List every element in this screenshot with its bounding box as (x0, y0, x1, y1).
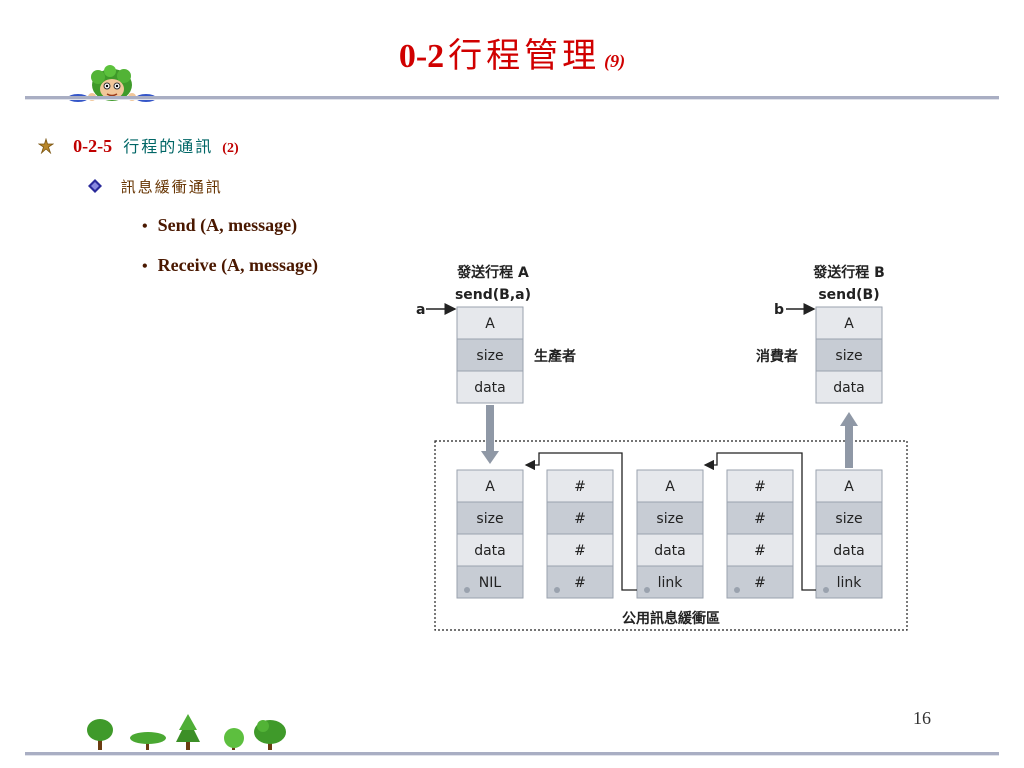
consumer-label: 消費者 (756, 348, 798, 365)
block-a-field: A (485, 316, 495, 332)
link-connector (703, 452, 816, 591)
block-b-field: size (835, 348, 862, 364)
subsection-heading: 訊息緩衝通訊 (88, 176, 223, 197)
buffer-block: A size data NIL (456, 469, 524, 599)
title-part: (9) (604, 51, 626, 71)
tree-decoration-icon (87, 714, 286, 750)
buffer-field: link (837, 575, 863, 591)
producer-label: 生產者 (534, 348, 576, 365)
title-text: 行程管理 (448, 36, 601, 76)
buffer-field: A (844, 479, 854, 495)
buffer-field: A (665, 479, 675, 495)
process-b-block: A size data (815, 306, 883, 404)
header-divider (25, 96, 999, 100)
block-b-field: A (844, 316, 854, 332)
process-b-call: send(B) (818, 287, 879, 303)
subsection-text: 訊息緩衝通訊 (120, 178, 223, 196)
buffer-block: A size data link (815, 469, 883, 599)
bullet-star-icon (37, 137, 55, 155)
buffer-field: size (476, 511, 503, 527)
buffer-field: data (474, 543, 506, 559)
buffer-block: A size data link (636, 469, 704, 599)
buffer-field: # (754, 543, 766, 559)
title-number: 0-2 (398, 38, 445, 75)
buffer-field: size (656, 511, 683, 527)
buffer-field: size (835, 511, 862, 527)
pool-label: 公用訊息緩衝區 (622, 610, 720, 627)
bullet-text: Send (A, message) (157, 215, 298, 235)
buffer-field: # (754, 575, 766, 591)
bullet-dot: • (142, 218, 148, 235)
buffer-field: NIL (479, 575, 502, 591)
process-a-arrow-label: a (416, 302, 425, 318)
send-arrow (481, 405, 499, 464)
block-a-field: data (474, 380, 506, 396)
buffer-field: # (754, 479, 766, 495)
buffer-block: # # # # (546, 469, 614, 599)
bullet-dot: • (142, 258, 148, 275)
block-b-field: data (833, 380, 865, 396)
section-code: 0-2-5 (73, 136, 113, 156)
buffer-field: # (574, 575, 586, 591)
buffer-pool-frame (434, 440, 908, 631)
buffer-field: # (754, 511, 766, 527)
bullet-text: Receive (A, message) (157, 255, 319, 275)
link-connector (524, 452, 637, 591)
block-a-field: size (476, 348, 503, 364)
section-part: (2) (222, 141, 239, 156)
diamond-bullet-icon (88, 179, 102, 193)
buffer-field: A (485, 479, 495, 495)
bullet-item: • Receive (A, message) (142, 255, 318, 276)
process-a-block: A size data (456, 306, 524, 404)
bullet-item: • Send (A, message) (142, 215, 297, 236)
buffer-field: data (654, 543, 686, 559)
process-b-title: 發送行程 B (812, 264, 885, 281)
receive-arrow (840, 412, 858, 468)
section-heading: 0-2-5 行程的通訊 (2) (37, 133, 239, 157)
message-buffer-diagram: 發送行程 A send(B,a) a A size data 生產者 發送行程 … (416, 264, 908, 631)
buffer-field: # (574, 479, 586, 495)
process-a-title: 發送行程 A (456, 264, 529, 281)
process-b-arrow-label: b (774, 302, 784, 318)
page-number: 16 (913, 708, 931, 728)
buffer-field: link (658, 575, 684, 591)
buffer-field: data (833, 543, 865, 559)
buffer-block: # # # # (726, 469, 794, 599)
section-title: 行程的通訊 (123, 137, 214, 156)
footer-divider (25, 752, 999, 756)
process-a-call: send(B,a) (455, 287, 531, 303)
slide-title: 0-2 行程管理 (9) (0, 28, 1024, 77)
buffer-field: # (574, 543, 586, 559)
buffer-field: # (574, 511, 586, 527)
